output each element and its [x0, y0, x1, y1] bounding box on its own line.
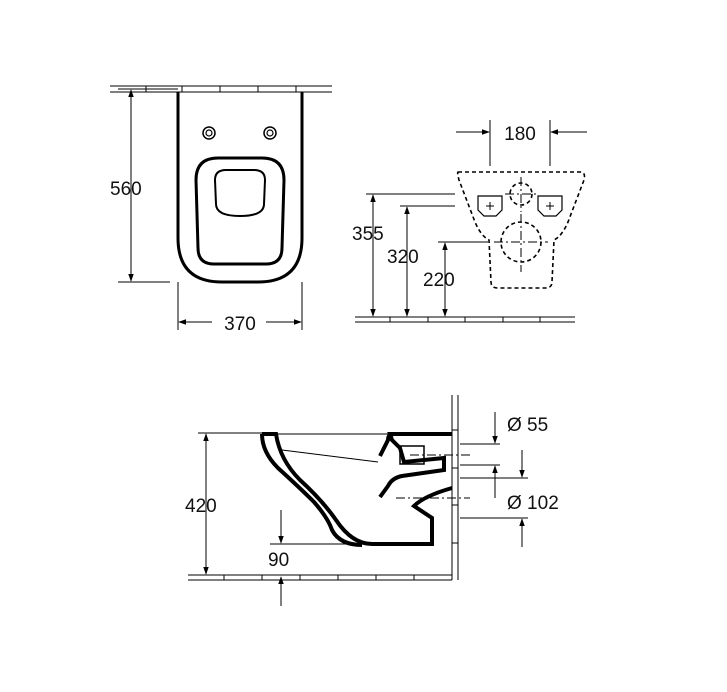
- dimension-label-180: 180: [504, 124, 536, 145]
- dimension-label-90: 90: [268, 550, 289, 571]
- rim-slope-line: [281, 449, 379, 463]
- inner-rim-top: [194, 156, 286, 266]
- mounting-bolt-left: [202, 126, 216, 140]
- dimension-370: [177, 282, 303, 330]
- dimension-dia-55: [460, 412, 500, 498]
- outlet-circle-rear: [494, 214, 548, 272]
- floor-strip-rear-view: [355, 316, 575, 323]
- dimension-420: [198, 432, 262, 575]
- bowl-opening-top: [213, 169, 267, 218]
- bowl-rim: [378, 432, 395, 457]
- dimension-dia-102: [460, 450, 528, 547]
- wall-strip-side-view: [451, 395, 459, 580]
- back-profile-dashed: [456, 171, 586, 289]
- dimension-label-dia-102: Ø 102: [507, 493, 559, 514]
- bowl-trap: [378, 432, 452, 499]
- dimension-label-320: 320: [387, 247, 419, 268]
- floor-strip-side-view: [188, 574, 452, 581]
- inlet-circle-rear: [505, 177, 537, 212]
- side-view: 420 90 Ø 55 Ø 102: [185, 395, 559, 606]
- rear-view: 180 355 320 220: [352, 120, 587, 323]
- dimension-label-355: 355: [352, 224, 384, 245]
- dimension-560: [118, 88, 178, 283]
- dimension-label-420: 420: [185, 496, 217, 517]
- dimension-180: [456, 120, 587, 166]
- dimension-label-560: 560: [110, 179, 142, 200]
- dimension-90: [270, 510, 372, 606]
- dimension-label-dia-55: Ø 55: [507, 415, 548, 436]
- dimension-label-220: 220: [423, 270, 455, 291]
- wall-strip-top-view: [110, 85, 332, 93]
- bowl-profile-outer: [262, 432, 453, 546]
- dimension-label-370: 370: [224, 314, 256, 335]
- bowl-profile-inner: [260, 433, 363, 547]
- mounting-bolt-right: [263, 126, 277, 140]
- fixing-hole-right: [537, 195, 563, 217]
- top-view: 560 370: [110, 85, 332, 335]
- bowl-outline-top: [176, 92, 304, 284]
- fixing-hole-left: [477, 195, 503, 217]
